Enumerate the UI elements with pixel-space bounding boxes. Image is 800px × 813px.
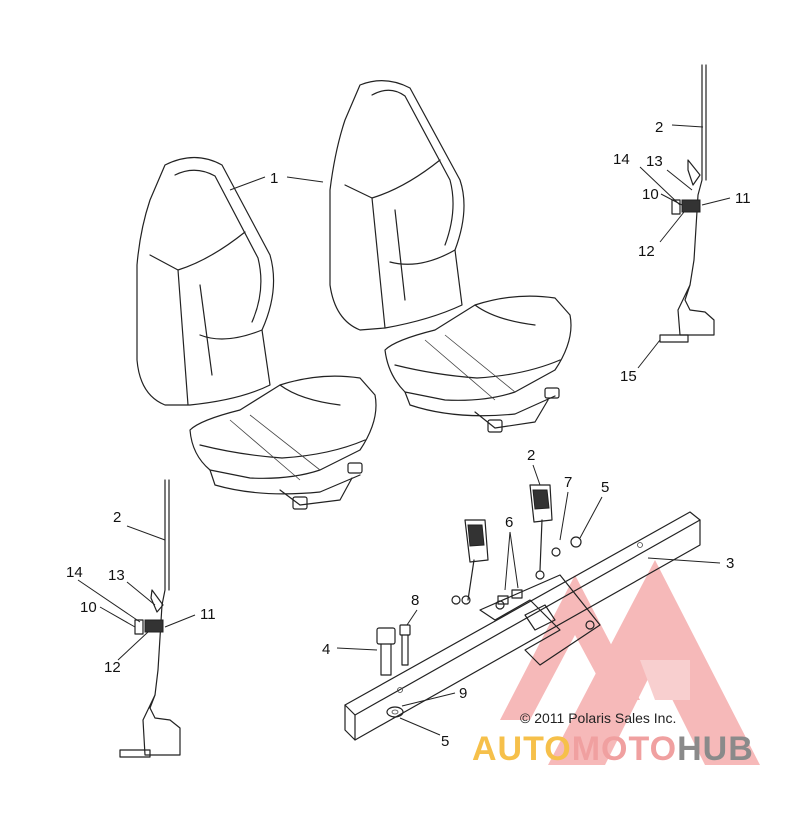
callout-4: 4 [322,641,330,658]
seat-left [136,156,377,510]
callout-10: 10 [642,186,659,203]
callout-11: 11 [735,190,751,207]
watermark-wordmark: AUTOMOTOHUB [472,730,754,768]
callout-13: 13 [108,567,125,584]
callout-12: 12 [104,659,121,676]
mounting-bracket [479,574,601,666]
callout-9: 9 [459,685,467,702]
watermark-logo [500,560,760,765]
callout-2: 2 [655,119,663,136]
watermark-moto: MOTO [572,730,677,768]
buckle-center [461,519,489,605]
watermark-hub: HUB [677,730,754,768]
small-hardware [451,536,582,605]
callout-11: 11 [200,606,216,623]
callout-14: 14 [66,564,83,581]
callout-7: 7 [564,474,572,491]
callout-5: 5 [441,733,449,750]
cross-tube [344,511,701,741]
callout-8: 8 [411,592,419,609]
callout-13: 13 [646,153,663,170]
buckle-right [529,484,553,580]
callout-5: 5 [601,479,609,496]
nut-9 [386,706,404,718]
bolt-8 [399,624,411,666]
copyright-notice: © 2011 Polaris Sales Inc. [520,710,676,726]
leader-lines [77,124,731,736]
watermark-auto: AUTO [472,730,572,768]
callout-3: 3 [726,555,734,572]
callout-2: 2 [113,509,121,526]
callout-2: 2 [527,447,535,464]
svg-text:AUTOMOTOHUB: AUTOMOTOHUB [472,730,754,768]
bolt-4 [376,627,396,676]
callout-labels: 1 2 2 2 3 4 5 5 6 7 8 9 10 10 11 11 12 1… [66,119,751,750]
belt-assembly-upper [659,64,715,343]
callout-15: 15 [620,368,637,385]
belt-assembly-lower [119,479,181,758]
callout-12: 12 [638,243,655,260]
callout-14: 14 [613,151,630,168]
callout-10: 10 [80,599,97,616]
callout-6: 6 [505,514,513,531]
seat-right [329,80,572,433]
callout-1: 1 [270,170,278,187]
